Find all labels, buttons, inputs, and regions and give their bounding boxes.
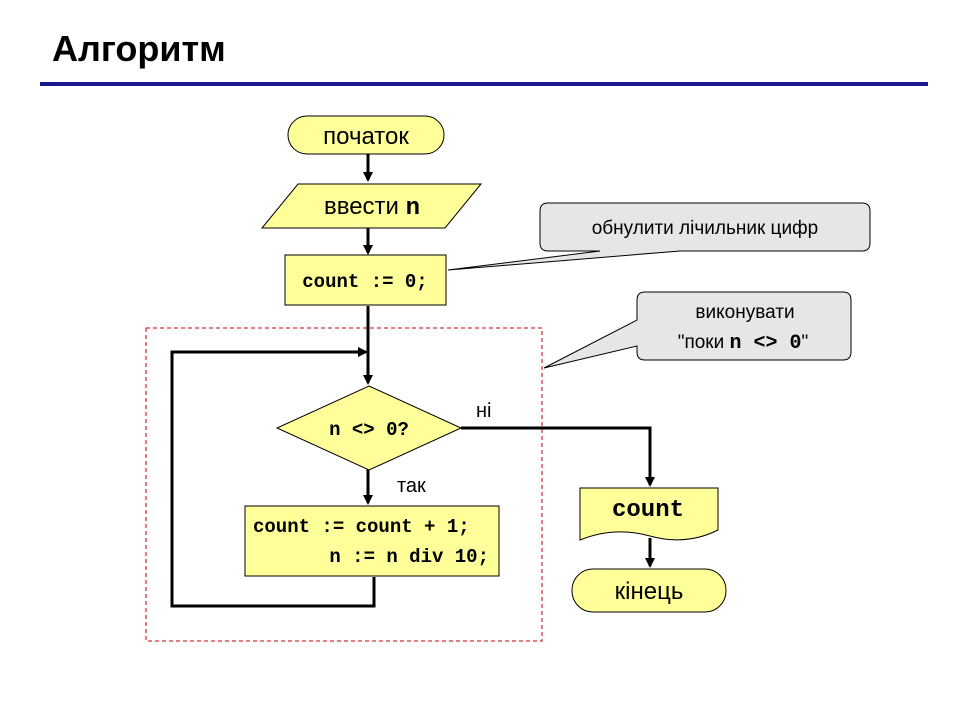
body-line-1: count := count + 1; bbox=[253, 516, 470, 538]
input-label: ввести n bbox=[324, 193, 420, 222]
end-terminator bbox=[571, 568, 727, 613]
title-underline bbox=[40, 82, 928, 86]
init-label: count := 0; bbox=[302, 271, 427, 293]
loop-back-arrow bbox=[170, 347, 376, 608]
callout-loop bbox=[543, 291, 852, 369]
callout-loop-line1: виконувати bbox=[695, 302, 794, 323]
condition-diamond bbox=[275, 385, 463, 471]
output-block bbox=[579, 487, 719, 541]
callout-loop-line2: "поки n <> 0" bbox=[678, 332, 809, 355]
output-label: count bbox=[612, 497, 684, 524]
start-label: початок bbox=[323, 123, 409, 150]
start-terminator bbox=[287, 115, 445, 155]
input-block bbox=[260, 183, 483, 229]
init-block bbox=[284, 254, 447, 306]
callout-reset-text: обнулити лічильник цифр bbox=[592, 218, 819, 239]
body-line-2: n := n div 10; bbox=[329, 546, 489, 568]
yes-label: так bbox=[397, 475, 426, 497]
body-block bbox=[244, 505, 500, 577]
loop-frame bbox=[145, 327, 543, 642]
no-label: ні bbox=[476, 400, 492, 422]
callout-reset bbox=[447, 202, 871, 271]
end-label: кінець bbox=[615, 578, 684, 605]
arrow-no-output bbox=[461, 426, 655, 487]
condition-label: n <> 0? bbox=[329, 419, 409, 441]
page-title: Алгоритм bbox=[52, 28, 226, 69]
